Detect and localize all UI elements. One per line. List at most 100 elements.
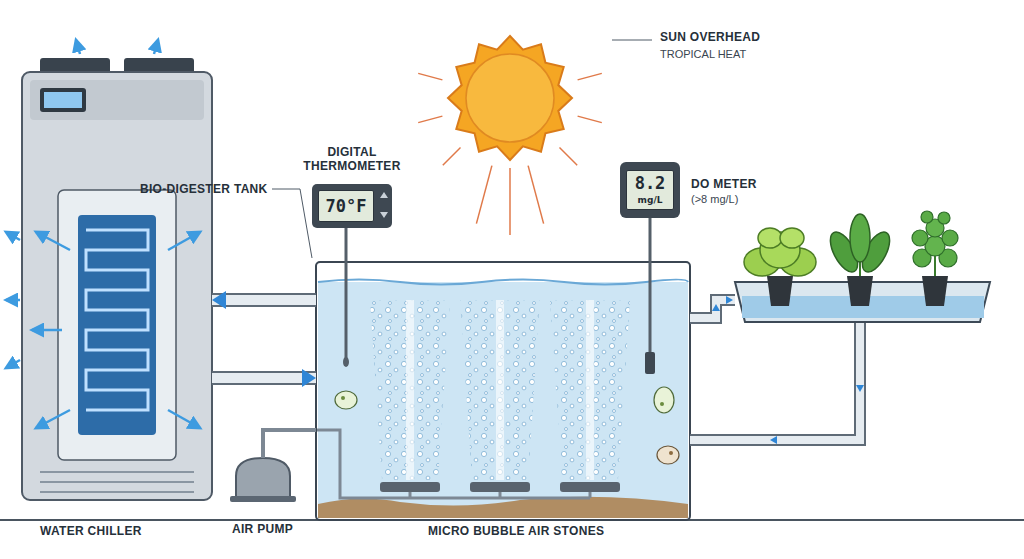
flow-arrow: [856, 385, 864, 392]
bubble-column: [370, 300, 450, 480]
pipe-bore: [212, 295, 316, 305]
arrow-head: [302, 369, 316, 387]
cold-air-arrow: [6, 299, 20, 302]
pipe-wall: [212, 293, 316, 307]
water-chiller: WATER CHILLER: [22, 72, 212, 500]
do-probe: [645, 352, 655, 374]
tube-line: [263, 430, 316, 458]
coil-tube: [86, 230, 148, 410]
flow-arrow: [726, 296, 733, 304]
sun-ray: [578, 73, 602, 80]
microbe: [335, 391, 357, 409]
bubble-stream: [496, 300, 504, 480]
part-label: WATER CHILLER: [40, 524, 142, 538]
air-stone: [380, 482, 440, 492]
thermometer-display: DIGITAL THERMOMETER70°F: [318, 190, 374, 222]
button: [380, 192, 388, 198]
vent-slot: [40, 471, 194, 473]
part-label: MICRO BUBBLE AIR STONES: [428, 524, 604, 538]
cold-air-arrow: [168, 232, 200, 250]
grow-tray: [735, 211, 990, 322]
parsley-leaf: [921, 211, 933, 223]
air-line: [409, 492, 412, 498]
pump-base: [230, 496, 296, 502]
net-pot: [767, 276, 793, 306]
water-chiller-illustration: [6, 40, 212, 500]
cold-air-arrow: [36, 410, 70, 428]
part-label: AIR PUMP: [232, 522, 293, 536]
air-line: [589, 492, 592, 498]
chiller-panel: [40, 88, 86, 112]
temperature-reading: 70°F: [319, 191, 373, 221]
bubble-column: [460, 300, 540, 480]
part-label: BIO-DIGESTER TANK: [140, 182, 268, 196]
parsley-leaf: [912, 230, 928, 246]
cold-air-arrow: [168, 410, 200, 428]
pipe-bore: [212, 373, 316, 383]
leader-line: [612, 40, 652, 41]
do-meter-display: DO METER(>8 mg/L)8.2mg/L: [626, 170, 674, 210]
water-surface: [318, 280, 688, 285]
thermometer-probe: [345, 228, 348, 360]
part-label: DO METER: [691, 177, 757, 191]
cold-air-arrow: [36, 232, 70, 250]
chiller-body: [22, 72, 212, 500]
pump-body: [236, 458, 290, 498]
return-pipe: [690, 322, 860, 440]
air-pump: AIR PUMP: [232, 458, 294, 500]
spinach-leaf: [850, 214, 870, 262]
microbe-dot: [669, 451, 673, 455]
air-pump-illustration: [230, 458, 296, 502]
bubble-stream: [586, 300, 594, 480]
chiller-screen: [44, 92, 82, 108]
sun-ray: [578, 116, 602, 123]
sun-ray: [418, 116, 442, 123]
net-pot: [847, 276, 873, 306]
thermometer-illustration: [312, 184, 392, 367]
lettuce-leaf: [758, 228, 782, 248]
leader-line: [272, 189, 312, 258]
sun-ray: [443, 148, 461, 166]
coil-housing: [58, 190, 176, 460]
unit-label: mg/L: [627, 194, 673, 206]
parsley-leaf: [942, 230, 958, 246]
sun-disc: [466, 54, 554, 142]
air-stone: [560, 482, 620, 492]
vent-slot: [40, 491, 194, 493]
sun-ray: [528, 166, 544, 224]
do-meter-body: [620, 162, 680, 218]
parsley-leaf: [938, 212, 950, 224]
cooling-coil: [78, 215, 156, 435]
lettuce-leaf: [780, 228, 804, 248]
callout-note: TROPICAL HEAT: [660, 48, 746, 61]
sun-ray: [418, 73, 442, 80]
microbe-dot: [660, 402, 664, 406]
tank-wall: [316, 262, 690, 520]
do-reading: 8.2: [627, 172, 673, 194]
air-line: [499, 492, 502, 498]
cold-air-arrow: [6, 360, 20, 368]
microbe: [657, 446, 679, 464]
flow-arrow: [770, 436, 777, 444]
callout-label: SUN OVERHEAD: [660, 30, 760, 44]
microbe-dot: [341, 396, 345, 400]
cold-air-arrow: [76, 40, 80, 54]
vent-slot: [40, 481, 194, 483]
water-pipe: [212, 291, 316, 309]
probe-tip: [343, 357, 349, 367]
bio-digester-tank: BIO-DIGESTER TANK: [316, 262, 690, 520]
sun-ray: [476, 166, 492, 224]
air-line: [316, 430, 590, 498]
bubble-stream: [406, 300, 414, 480]
range-note: (>8 mg/L): [691, 193, 738, 206]
sun-ray: [560, 148, 578, 166]
sediment: [318, 497, 688, 518]
do-meter-illustration: [620, 162, 680, 374]
microbe: [654, 387, 674, 413]
part-label: DIGITAL THERMOMETER: [297, 145, 407, 173]
thermometer-body: [312, 184, 392, 228]
sun-ray: [509, 168, 511, 235]
cold-air-arrow: [32, 329, 62, 332]
